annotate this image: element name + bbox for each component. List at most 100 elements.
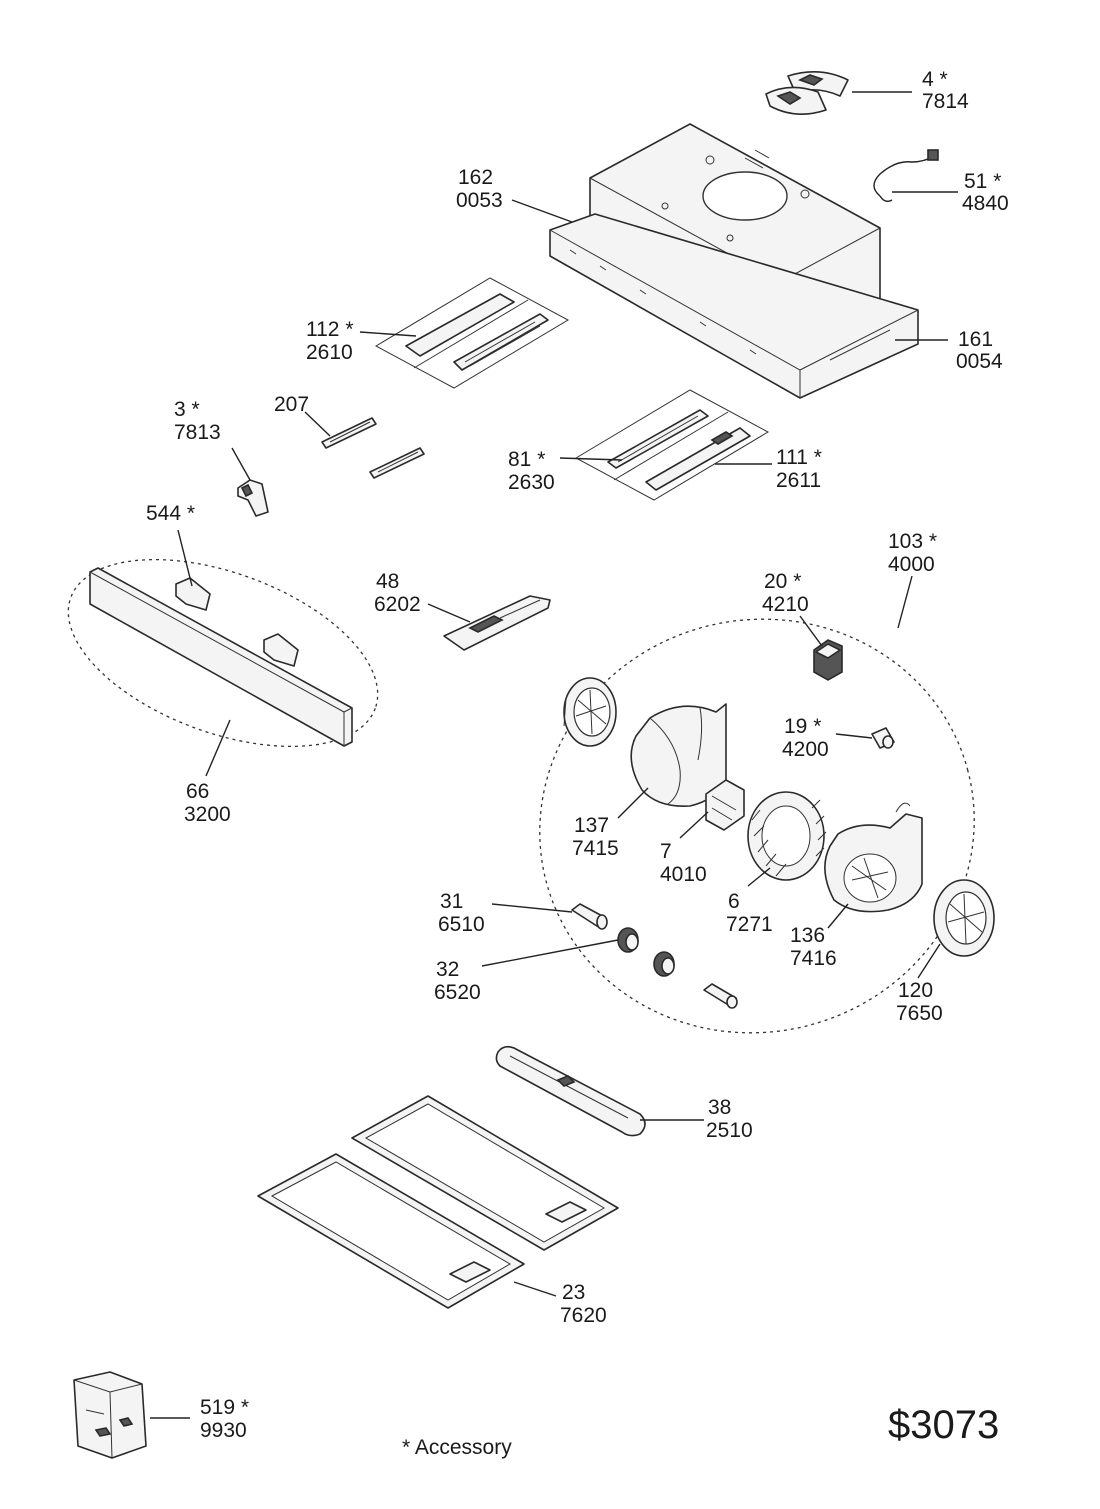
spacer-bolt-drawing bbox=[571, 903, 608, 930]
code-7: 4010 bbox=[660, 863, 707, 886]
code-137: 7415 bbox=[572, 837, 619, 860]
round-cover-caps-drawing bbox=[765, 71, 849, 115]
filter-holder-drawing bbox=[495, 1045, 646, 1137]
ref-3: 3 * bbox=[174, 398, 200, 421]
ref-137: 137 bbox=[574, 814, 609, 837]
ref-207: 207 bbox=[274, 393, 309, 416]
callout-544: 544 * bbox=[146, 502, 195, 525]
ref-48: 48 bbox=[376, 570, 399, 593]
code-111: 2611 bbox=[776, 469, 821, 492]
callout-66: 66 3200 bbox=[184, 780, 231, 826]
code-20: 4210 bbox=[762, 593, 809, 616]
code-162: 0053 bbox=[456, 189, 503, 212]
diagram-code: $3073 bbox=[888, 1403, 999, 1447]
switch-board-drawing bbox=[443, 595, 551, 651]
callout-38: 38 2510 bbox=[706, 1096, 753, 1142]
callout-162: 162 0053 bbox=[456, 166, 503, 212]
code-103: 4000 bbox=[888, 553, 935, 576]
ref-120: 120 bbox=[898, 979, 933, 1002]
inlet-ring-left-drawing bbox=[563, 677, 617, 747]
bushings-drawing bbox=[617, 927, 738, 1009]
accessory-bag-drawing bbox=[73, 1371, 147, 1459]
callout-112: 112 * 2610 bbox=[306, 318, 354, 364]
code-32: 6520 bbox=[434, 981, 481, 1004]
ref-38: 38 bbox=[708, 1096, 731, 1119]
code-81: 2630 bbox=[508, 471, 555, 494]
ref-103: 103 * bbox=[888, 530, 937, 553]
callout-103: 103 * 4000 bbox=[888, 530, 937, 576]
ref-19: 19 * bbox=[784, 715, 821, 738]
inlet-ring-right-drawing bbox=[933, 879, 995, 957]
fan-housing-right-drawing bbox=[824, 802, 923, 913]
power-cable-drawing bbox=[873, 149, 939, 203]
callout-4: 4 * 7814 bbox=[922, 68, 969, 113]
rail-set-left-drawing bbox=[374, 277, 570, 389]
ref-81: 81 * bbox=[508, 448, 545, 471]
bracket-drawing bbox=[237, 479, 269, 517]
motor-group-drawing bbox=[539, 618, 975, 1034]
ref-111: 111 * bbox=[776, 446, 822, 469]
callout-161: 161 0054 bbox=[956, 328, 1003, 373]
code-161: 0054 bbox=[956, 350, 1003, 373]
callout-7: 7 4010 bbox=[660, 840, 707, 886]
ref-544: 544 * bbox=[146, 502, 195, 525]
ref-66: 66 bbox=[186, 780, 209, 803]
ref-31: 31 bbox=[440, 890, 463, 913]
callout-136: 136 7416 bbox=[790, 924, 837, 970]
code-51: 4840 bbox=[962, 192, 1009, 215]
callout-111: 111 * 2611 bbox=[776, 446, 822, 492]
ref-23: 23 bbox=[562, 1281, 585, 1304]
leader-lines bbox=[150, 91, 958, 1419]
grease-filters-drawing bbox=[257, 1095, 619, 1309]
callout-81: 81 * 2630 bbox=[508, 448, 555, 494]
callout-20: 20 * 4210 bbox=[762, 570, 809, 616]
callout-48: 48 6202 bbox=[374, 570, 421, 616]
capacitor-drawing bbox=[813, 639, 843, 681]
ref-51: 51 * bbox=[964, 170, 1001, 193]
ref-20: 20 * bbox=[764, 570, 801, 593]
code-112: 2610 bbox=[306, 341, 353, 364]
ref-6: 6 bbox=[728, 890, 740, 913]
code-3: 7813 bbox=[174, 421, 221, 444]
callout-51: 51 * 4840 bbox=[962, 170, 1009, 215]
code-23: 7620 bbox=[560, 1304, 607, 1327]
ref-7: 7 bbox=[660, 840, 672, 863]
callout-19: 19 * 4200 bbox=[782, 715, 829, 761]
code-38: 2510 bbox=[706, 1119, 753, 1142]
callout-207: 207 bbox=[274, 393, 309, 416]
ref-136: 136 bbox=[790, 924, 825, 947]
accessory-footnote: * Accessory bbox=[402, 1436, 512, 1459]
callout-32: 32 6520 bbox=[434, 958, 481, 1004]
motor-drawing bbox=[705, 779, 745, 831]
callout-519: 519 * 9930 bbox=[200, 1396, 249, 1442]
outer-frame-drawing bbox=[549, 213, 919, 399]
code-19: 4200 bbox=[782, 738, 829, 761]
ref-161: 161 bbox=[958, 328, 993, 351]
code-519: 9930 bbox=[200, 1419, 247, 1442]
ref-519: 519 * bbox=[200, 1396, 249, 1419]
code-31: 6510 bbox=[438, 913, 485, 936]
rail-set-right-drawing bbox=[574, 389, 770, 501]
callout-120: 120 7650 bbox=[896, 979, 943, 1025]
spring-strips-drawing bbox=[321, 417, 425, 479]
ref-162: 162 bbox=[458, 166, 493, 189]
ref-112: 112 * bbox=[306, 318, 354, 341]
callout-3: 3 * 7813 bbox=[174, 398, 221, 444]
code-48: 6202 bbox=[374, 593, 421, 616]
ref-32: 32 bbox=[436, 958, 459, 981]
code-6: 7271 bbox=[726, 913, 773, 936]
front-panel-drawing bbox=[67, 558, 379, 748]
code-4: 7814 bbox=[922, 90, 969, 113]
ref-4: 4 * bbox=[922, 68, 948, 91]
fan-housing-left-drawing bbox=[630, 703, 727, 807]
lamp-drawing bbox=[871, 727, 895, 749]
callout-6: 6 7271 bbox=[726, 890, 773, 936]
code-136: 7416 bbox=[790, 947, 837, 970]
callout-31: 31 6510 bbox=[438, 890, 485, 936]
callout-23: 23 7620 bbox=[560, 1281, 607, 1327]
callout-137: 137 7415 bbox=[572, 814, 619, 860]
fan-wheel-drawing bbox=[747, 791, 827, 881]
code-66: 3200 bbox=[184, 803, 231, 826]
code-120: 7650 bbox=[896, 1002, 943, 1025]
